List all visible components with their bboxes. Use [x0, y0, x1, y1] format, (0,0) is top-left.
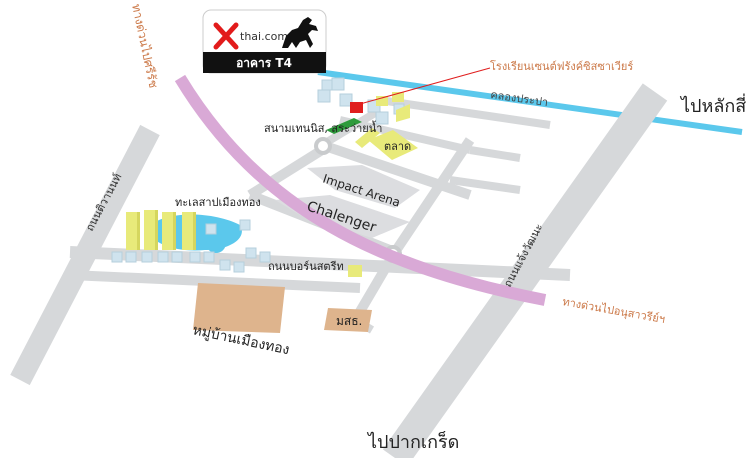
market-block	[368, 130, 418, 160]
lake-small	[206, 233, 226, 253]
market-left-strip	[355, 128, 380, 148]
canal-line	[317, 69, 743, 135]
road-network	[10, 83, 668, 458]
label-school: โรงเรียนเซนต์ฟรังค์ซิสซาเวียร์	[490, 59, 633, 73]
label-to-pak-kret: ไปปากเกร็ด	[366, 430, 459, 453]
horse-logo-icon	[282, 17, 318, 48]
impact-arena-block	[307, 165, 420, 208]
x-mark-icon	[213, 22, 239, 50]
challenger-block	[275, 195, 410, 238]
village-plot	[193, 283, 285, 333]
label-lake: ทะเลสาปเมืองทอง	[175, 196, 261, 209]
yellow-buildings-near-school	[348, 92, 410, 277]
label-market: ตลาด	[384, 140, 411, 153]
expressway-arc	[174, 74, 547, 306]
label-tennis-pool: สนามเทนนิส, สระว่ายน้ำ	[264, 120, 382, 135]
label-to-lak-si: ไปหลักสี่	[679, 93, 746, 117]
mso-plot	[324, 308, 372, 332]
label-mso: มสธ.	[336, 314, 362, 328]
tennis-court	[326, 118, 362, 134]
target-building-marker	[350, 102, 363, 113]
label-expressway-west: ทางด่วนไปศรีรัช	[129, 3, 160, 90]
school-leader-line	[359, 67, 491, 105]
logo-brand-text: thai.com	[240, 30, 288, 43]
label-road-bond-street: ถนนบอร์นสตรีท	[268, 260, 344, 273]
roundabout-north	[314, 137, 332, 155]
small-buildings	[111, 77, 405, 273]
label-canal: คลองประปา	[490, 88, 549, 109]
condo-towers	[126, 210, 196, 250]
logo-box: thai.com อาคาร T4	[202, 9, 327, 74]
logo-building-label: อาคาร T4	[236, 56, 292, 70]
label-expressway-east: ทางด่วนไปอนุสาวรีย์ฯ	[561, 295, 666, 326]
